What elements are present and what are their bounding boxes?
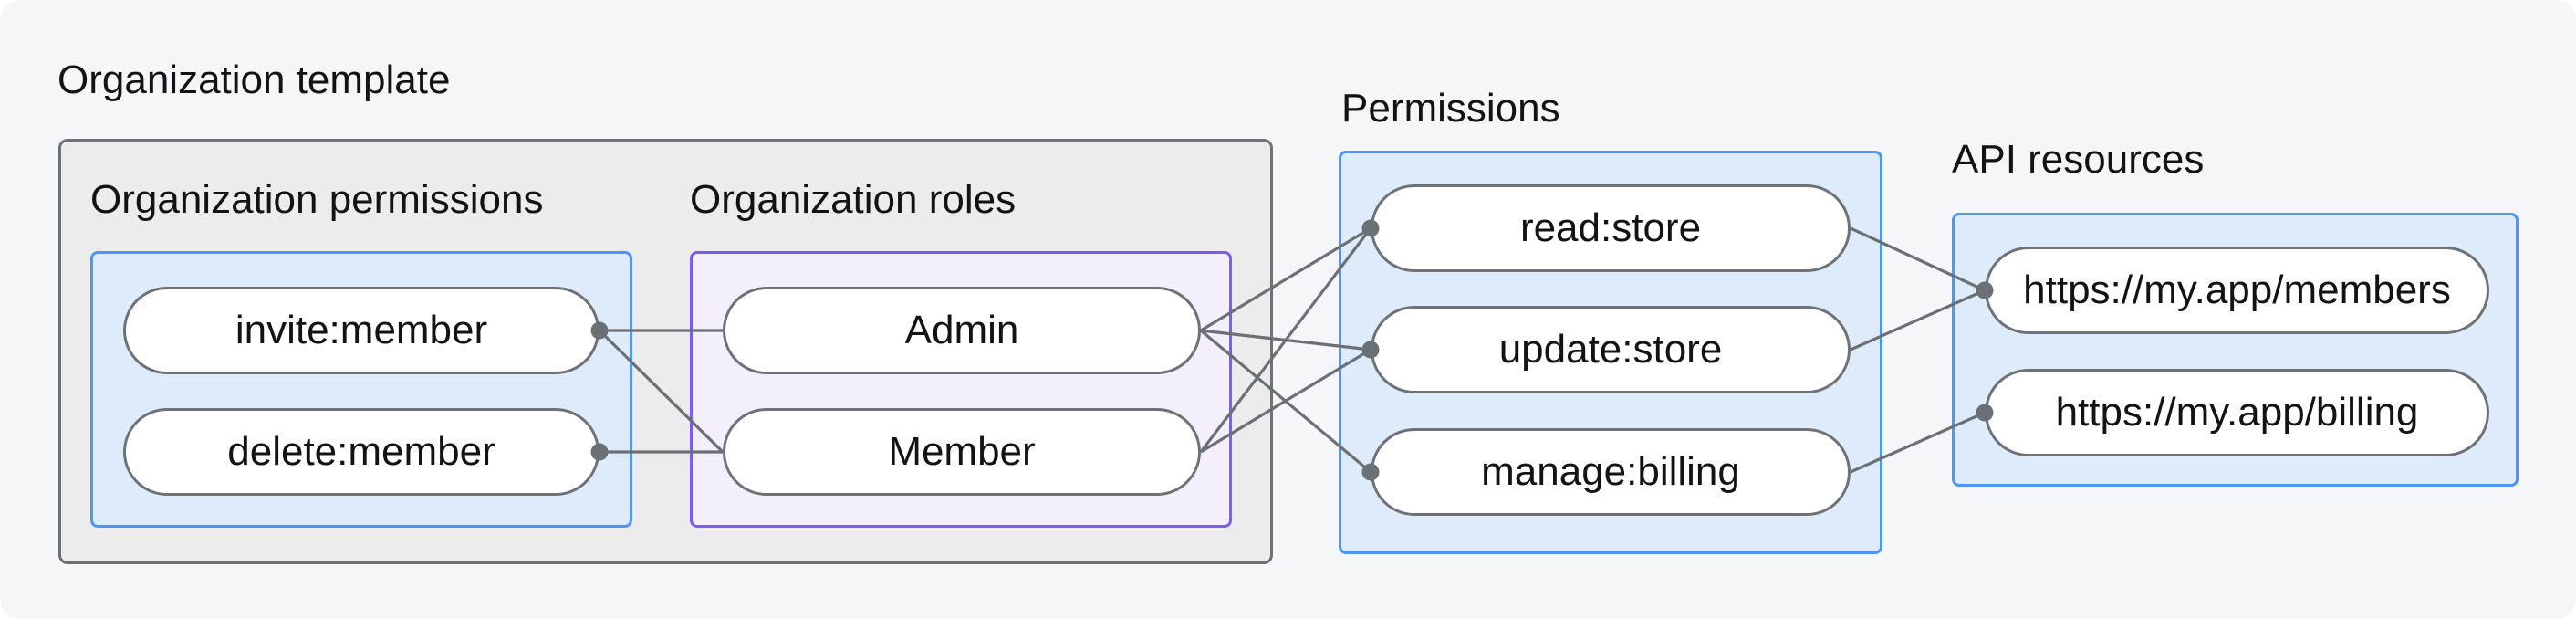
node-delete-member: delete:member	[123, 408, 600, 496]
node-billing-api-resource: https://my.app/billing	[1985, 369, 2489, 456]
org-roles-label: Organization roles	[690, 177, 1017, 222]
node-member-role: Member	[723, 408, 1201, 496]
node-admin-role: Admin	[723, 287, 1201, 374]
node-manage-billing: manage:billing	[1371, 428, 1851, 516]
node-members-api-resource: https://my.app/members	[1985, 247, 2489, 334]
org-permissions-label: Organization permissions	[90, 177, 544, 222]
node-read-store: read:store	[1371, 184, 1851, 272]
permissions-label: Permissions	[1341, 86, 1560, 131]
node-update-store: update:store	[1371, 306, 1851, 393]
node-invite-member: invite:member	[123, 287, 600, 374]
diagram-title: Organization template	[57, 58, 451, 102]
api-resources-label: API resources	[1952, 137, 2205, 182]
